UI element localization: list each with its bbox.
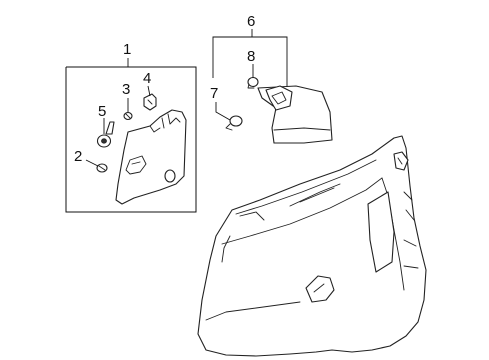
quarter-trim-panel-large <box>197 135 427 357</box>
upper-trim-panel-right <box>257 85 333 144</box>
callout-7: 7 <box>210 85 218 102</box>
group-box-1 <box>65 58 197 213</box>
group-bracket-6 <box>212 29 288 92</box>
quarter-trim-panel-left <box>115 109 187 205</box>
leader-lines <box>85 64 254 167</box>
callout-8: 8 <box>247 48 255 65</box>
push-pin-8 <box>247 76 259 89</box>
callout-6: 6 <box>247 13 255 30</box>
callout-labels: 1 2 3 4 5 6 7 8 <box>74 13 255 165</box>
clip-3 <box>123 111 133 121</box>
callout-2: 2 <box>74 148 82 165</box>
callout-3: 3 <box>122 81 130 98</box>
callout-1: 1 <box>123 41 131 58</box>
callout-4: 4 <box>143 70 151 87</box>
fastener-2 <box>96 163 108 173</box>
push-pin-7 <box>225 115 243 131</box>
retainer-4 <box>143 93 157 111</box>
callout-5: 5 <box>98 103 106 120</box>
grommet-5 <box>96 121 115 148</box>
